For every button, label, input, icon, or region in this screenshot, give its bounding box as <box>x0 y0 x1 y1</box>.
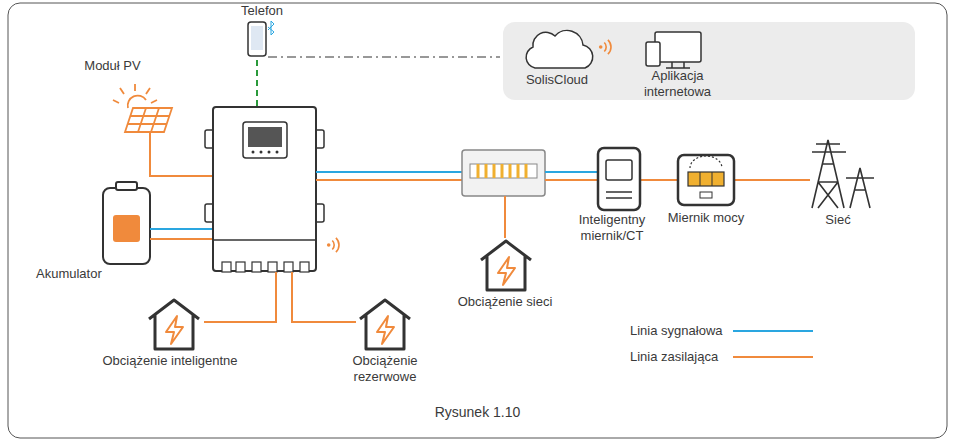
node-text: Sieć <box>801 212 875 228</box>
power-line <box>150 132 213 176</box>
smart-meter-label: Inteligentny miernik/CT <box>570 146 654 243</box>
web-app-label: Aplikacja internetowa <box>628 28 727 99</box>
icon-space <box>801 132 875 212</box>
pv-module-icon <box>113 84 172 132</box>
legend-text: Linia sygnałowa <box>630 323 723 339</box>
legend-text: Linia zasilająca <box>630 349 723 365</box>
battery-handle <box>116 182 137 190</box>
phone-screen <box>251 26 263 50</box>
bluetooth-symbol <box>268 21 274 35</box>
battery-cell <box>113 215 140 242</box>
icon-space <box>36 186 156 266</box>
power-meter-label: Miernik mocy <box>661 152 751 226</box>
monitor-stand <box>666 62 690 68</box>
grid-label: Sieć <box>801 132 875 228</box>
pv-module-label: Moduł PV <box>53 58 172 74</box>
cloud-link-line <box>268 56 500 58</box>
icon-space <box>83 295 257 353</box>
wireless-symbol <box>599 40 611 54</box>
node-text: Aplikacja internetowa <box>628 68 727 99</box>
power-connector <box>751 180 801 181</box>
smart-meter-icon <box>598 148 640 210</box>
node-text: Telefon <box>230 3 294 19</box>
power-line <box>316 179 462 181</box>
node-text: Miernik mocy <box>661 210 751 226</box>
backup-load-label: Obciążenie rezerwowe <box>328 295 442 384</box>
power-meter-icon <box>678 155 734 205</box>
battery-label: Akumulator <box>36 186 156 282</box>
phone-icon <box>248 22 266 56</box>
legend-row: Linia sygnałowa <box>630 323 813 339</box>
cloud-icon <box>526 31 593 68</box>
house-icon <box>481 241 531 290</box>
power-line <box>204 272 276 322</box>
cloud-panel <box>503 22 915 100</box>
monitor-icon <box>655 32 701 62</box>
house-icon <box>360 300 410 349</box>
legend-line <box>733 356 813 358</box>
signal-line <box>316 171 462 173</box>
node-text: Obciążenie rezerwowe <box>328 353 442 384</box>
node-text: Akumulator <box>36 266 156 282</box>
node-text: Obciążenie inteligentne <box>83 353 257 369</box>
legend-row: Linia zasilająca <box>630 349 813 365</box>
wireless-symbol <box>327 238 339 252</box>
node-text: Moduł PV <box>53 58 172 74</box>
battery-icon <box>103 188 150 264</box>
icon-space <box>328 295 442 353</box>
power-line <box>504 196 506 238</box>
phone-small-icon <box>646 42 660 66</box>
icon-space <box>628 28 727 68</box>
power-line <box>292 272 356 322</box>
legend-line <box>733 330 813 332</box>
icon-space <box>570 146 654 212</box>
icon-space <box>661 152 751 210</box>
inverter-icon <box>205 107 324 272</box>
signal-line <box>545 171 598 173</box>
power-connector <box>654 180 661 181</box>
phone-label: Telefon <box>230 3 294 19</box>
node-text: Inteligentny miernik/CT <box>570 212 654 243</box>
node-text: Obciążenie sieci <box>453 294 557 310</box>
icon-space <box>510 28 604 72</box>
outer-frame <box>8 3 947 438</box>
house-icon <box>149 300 199 349</box>
signal-line <box>150 228 213 230</box>
grid-load-label: Obciążenie sieci <box>453 236 557 310</box>
phone-link-line <box>256 60 258 106</box>
grid-tower-icon <box>812 140 874 208</box>
power-line <box>150 238 213 240</box>
cloud-label: SolisCloud <box>510 28 604 88</box>
icon-space <box>453 236 557 294</box>
smart-load-label: Obciążenie inteligentne <box>83 295 257 369</box>
distribution-box-icon <box>462 150 545 196</box>
figure-caption: Rysunek 1.10 <box>0 404 955 421</box>
node-text: SolisCloud <box>510 72 604 88</box>
